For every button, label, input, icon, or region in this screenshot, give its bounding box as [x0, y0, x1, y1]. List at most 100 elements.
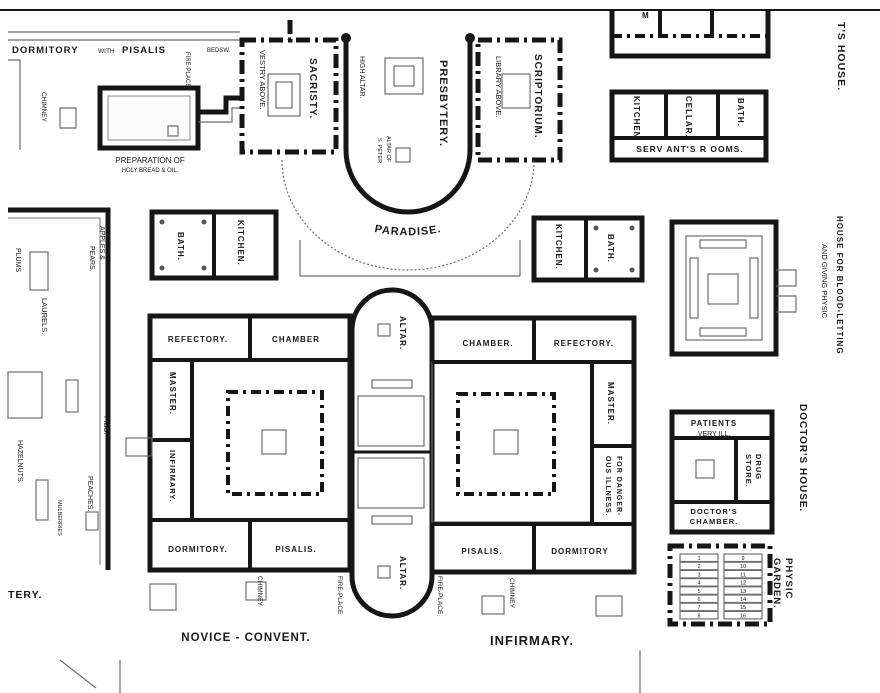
doctors-house-label: DOCTOR'S HOUSE. [797, 404, 808, 512]
peaches-label: PEACHES. [86, 476, 93, 511]
hazelnuts-label: HAZELNUTS. [16, 440, 23, 484]
infirmary-label: INFIRMARY. [490, 633, 574, 648]
library-label: LIBRARY ABOVE. [494, 56, 503, 117]
garden-bed-number: 8 [697, 613, 700, 619]
doctors-chamber-label-2: CHAMBER. [690, 517, 738, 526]
cemetery-label: TERY. [8, 589, 42, 601]
high-altar-label: HIGH ALTAR. [358, 56, 365, 99]
novice-convent-label: NOVICE - CONVENT. [181, 632, 310, 644]
top-fireplace-label: FIRE-PLACE [184, 52, 190, 87]
abbots-room-label-m: M [642, 11, 650, 20]
garden-bed [679, 610, 719, 620]
garden-bed [723, 610, 763, 620]
novice-bath-label: BATH. [176, 232, 185, 261]
garden-bed [679, 553, 719, 563]
figs-label: FIGS. [102, 416, 109, 434]
garden-bed [723, 586, 763, 595]
garden-bed-number: 11 [740, 572, 746, 578]
giving-physic-label: AND GIVING PHYSIC [820, 244, 829, 319]
blood-letting-house: HOUSE FOR BLOOD-LETTING AND GIVING PHYSI… [669, 216, 844, 357]
doctors-chamber-label: DOCTOR'S [690, 507, 737, 516]
preparation-building: PREPARATION OF HOLY BREAD & OIL. [97, 85, 240, 174]
dormitory-with-label: WITH [98, 48, 115, 55]
double-chapel: ALTAR. ALTAR. [349, 287, 435, 619]
sacristy: VESTRY ABOVE. SACRISTY. [239, 20, 339, 155]
bedsw-label: BEDSW. [207, 48, 231, 54]
novice-infirmary-room-label: INFIRMARY. [168, 450, 177, 503]
garden-bed-number: 2 [697, 564, 700, 570]
garden-bed-number: 7 [697, 605, 700, 611]
plums-label: PLUMS [14, 248, 21, 272]
garden-bed-number: 16 [740, 613, 746, 619]
garden-bed-number: 14 [740, 597, 746, 603]
altar-st-peter-label-2: S. PETER [376, 138, 382, 163]
garden-bed-number: 4 [697, 581, 700, 587]
doctors-house: PATIENTS VERY ILL. DRUG STORE. DOCTOR'S … [669, 404, 808, 535]
paradise-label: PARADISE. [374, 223, 443, 238]
garden-bed [723, 594, 763, 604]
garden-bed [679, 577, 719, 587]
servants-bath-label: BATH. [736, 98, 745, 127]
novice-convent: REFECTORY. CHAMBER MASTER. INFIRMARY. DO… [125, 313, 353, 644]
apples-label: APPLES & [98, 226, 105, 260]
infirmary-kitchen-label: KITCHEN. [554, 224, 563, 270]
infirmary: CHAMBER. REFECTORY. MASTER. FOR DANGER- … [429, 315, 637, 648]
garden-bed [679, 602, 719, 612]
presbytery-label: PRESBYTERY. [437, 60, 449, 147]
cellar-label: CELLAR. [684, 96, 693, 138]
novice-master-label: MASTER. [168, 372, 177, 415]
garden-bed-number: 12 [740, 581, 746, 587]
infirmary-refectory-label: REFECTORY. [554, 339, 614, 348]
chapel-altar-bottom-label: ALTAR. [398, 556, 407, 590]
novice-kitchen-label: KITCHEN. [236, 220, 245, 266]
garden-bed [679, 561, 719, 571]
garden-bed-number: 6 [697, 597, 700, 603]
infirmary-master-label: MASTER. [606, 382, 615, 425]
dormitory-with-pisalis: DORMITORY WITH PISALIS FIRE-PLACE BEDSW.… [8, 31, 240, 150]
garden-bed [723, 602, 763, 612]
garden-bed-number: 13 [740, 589, 746, 595]
garden-bed [679, 594, 719, 604]
drug-store-label: DRUG [754, 454, 763, 480]
novice-chimney-label: CHIMNEY [256, 576, 263, 607]
infirmary-chimney-label: CHIMNEY [508, 578, 515, 609]
presbytery: HIGH ALTAR. PRESBYTERY. ALTAR OF S. PETE… [341, 33, 475, 215]
novice-chamber-label: CHAMBER [272, 335, 320, 344]
garden-bed [723, 561, 763, 571]
laurels-label: LAURELS. [40, 298, 49, 334]
infirmary-pisalis-label: PISALIS. [461, 547, 502, 556]
dangerous-illness-label: FOR DANGER- [615, 456, 622, 516]
garden-bed [723, 553, 763, 563]
sacristy-label: SACRISTY. [307, 58, 318, 119]
drug-store-label-2: STORE. [744, 454, 753, 488]
abbots-house-label: T'S HOUSE. [835, 22, 847, 91]
physic-garden-label-2: GARDEN. [771, 558, 782, 609]
garden-bed [679, 586, 719, 595]
abbots-house-block: M T'S HOUSE. [609, 10, 847, 91]
novice-refectory-label: REFECTORY. [168, 335, 228, 344]
garden-bed [723, 569, 763, 579]
patients-label-2: VERY ILL. [698, 431, 730, 438]
novice-dormitory-label: DORMITORY. [168, 545, 228, 554]
infirmary-chamber-label: CHAMBER. [462, 339, 513, 348]
infirmary-dormitory-label: DORMITORY [551, 547, 608, 556]
blood-letting-label: HOUSE FOR BLOOD-LETTING [835, 216, 844, 355]
altar-st-peter-label: ALTAR OF [385, 136, 391, 163]
garden-bed-number: 5 [697, 589, 700, 595]
garden-bed [679, 569, 719, 579]
patients-label: PATIENTS [691, 419, 737, 428]
vestry-label: VESTRY ABOVE. [258, 50, 267, 109]
garden-bed-number: 3 [697, 572, 700, 578]
garden-bed-number: 10 [740, 564, 746, 570]
novice-pisalis-label: PISALIS. [275, 545, 316, 554]
servants-rooms-label: SERV ANT'S R OOMS. [636, 144, 743, 154]
dangerous-illness-label-2: OUS ILLNESS. [604, 456, 611, 517]
preparation-label: PREPARATION OF [115, 156, 185, 165]
infirmary-bath-kitchen: KITCHEN. BATH. [531, 215, 645, 283]
servants-block: KITCHEN CELLAR. BATH. SERV ANT'S R OOMS. [609, 89, 769, 163]
garden-bed [723, 577, 763, 587]
preparation-label-2: HOLY BREAD & OIL. [122, 168, 179, 174]
